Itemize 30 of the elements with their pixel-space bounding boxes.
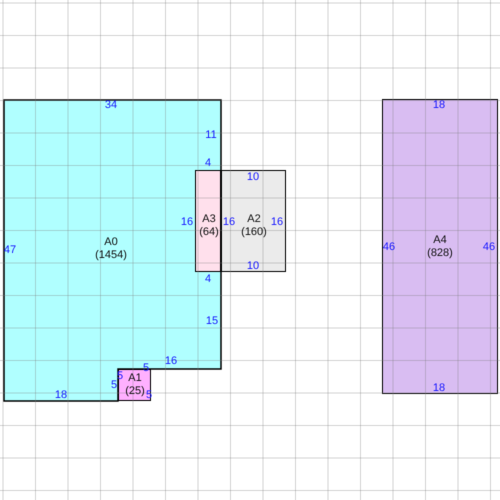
dimension-label: 5 <box>110 379 118 391</box>
dimension-label: 16 <box>222 216 236 228</box>
area-value: (64) <box>199 226 219 239</box>
dimension-label: 10 <box>246 171 260 183</box>
dimension-label: 16 <box>270 216 284 228</box>
dimension-label: 34 <box>104 99 118 111</box>
room-name: A3 <box>201 213 217 226</box>
dimension-label: 11 <box>205 129 217 141</box>
room-name: A2 <box>246 213 262 226</box>
area-value: (828) <box>427 247 453 260</box>
area-value: (1454) <box>95 249 127 262</box>
dimension-label: 46 <box>382 241 396 253</box>
room-area <box>382 99 498 394</box>
dimension-label: 10 <box>246 260 260 272</box>
dimension-label: 16 <box>180 216 194 228</box>
area-value: (25) <box>125 385 145 398</box>
room-name: A0 <box>103 236 119 249</box>
dimension-label: 4 <box>204 157 212 169</box>
room-area <box>221 170 286 272</box>
room-name: A1 <box>127 372 143 385</box>
room-name: A4 <box>432 234 448 247</box>
dimension-label: 18 <box>54 389 68 401</box>
dimension-label: 4 <box>204 273 212 285</box>
area-value: (160) <box>241 226 267 239</box>
dimension-label: 46 <box>482 241 496 253</box>
dimension-label: 16 <box>164 355 178 367</box>
dimension-label: 18 <box>432 99 446 111</box>
dimension-label: 18 <box>432 382 446 394</box>
room-area <box>195 170 221 272</box>
dimension-label: 15 <box>206 315 218 327</box>
